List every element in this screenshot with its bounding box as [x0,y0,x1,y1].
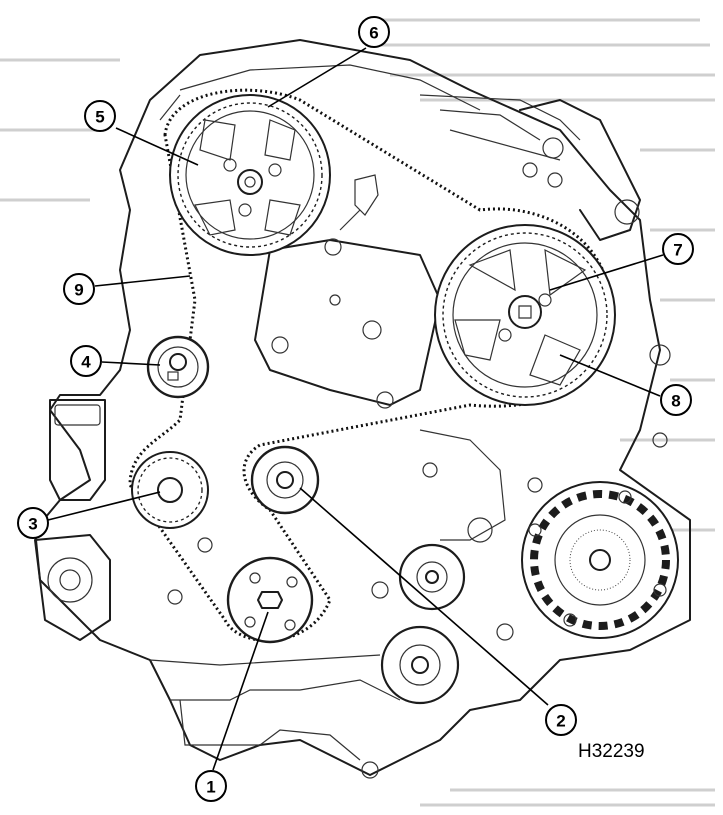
callout-1-label: 1 [206,778,215,797]
callout-4: 4 [70,345,102,377]
callout-3-label: 3 [28,515,37,534]
callout-leaders [47,47,664,771]
callout-7-label: 7 [673,241,682,260]
tensioner-pulley [146,335,210,399]
callout-9: 9 [63,273,95,305]
callout-2: 2 [545,704,577,736]
auxiliary-pulley-bottom [380,625,460,705]
callout-8: 8 [660,384,692,416]
callout-4-label: 4 [81,353,91,372]
callout-5: 5 [84,100,116,132]
idler-pulley [250,445,320,515]
callout-9-label: 9 [74,281,83,300]
crankshaft-pulley [226,556,314,644]
callout-3: 3 [17,507,49,539]
water-pump-pulley [131,451,209,529]
alternator-fan [496,481,679,641]
engine-block [34,39,691,779]
callout-8-label: 8 [671,392,680,411]
callout-1: 1 [195,770,227,802]
background-text-lines [0,18,715,807]
auxiliary-pulley-right [398,543,466,611]
callout-6: 6 [358,16,390,48]
timing-belt [128,88,613,642]
injection-pump-sprocket [434,224,616,406]
callout-2-label: 2 [556,712,565,731]
callout-7: 7 [662,233,694,265]
callout-6-label: 6 [369,24,378,43]
callout-5-label: 5 [95,108,104,127]
figure-reference-code: H32239 [578,741,645,762]
camshaft-sprocket [169,94,331,256]
